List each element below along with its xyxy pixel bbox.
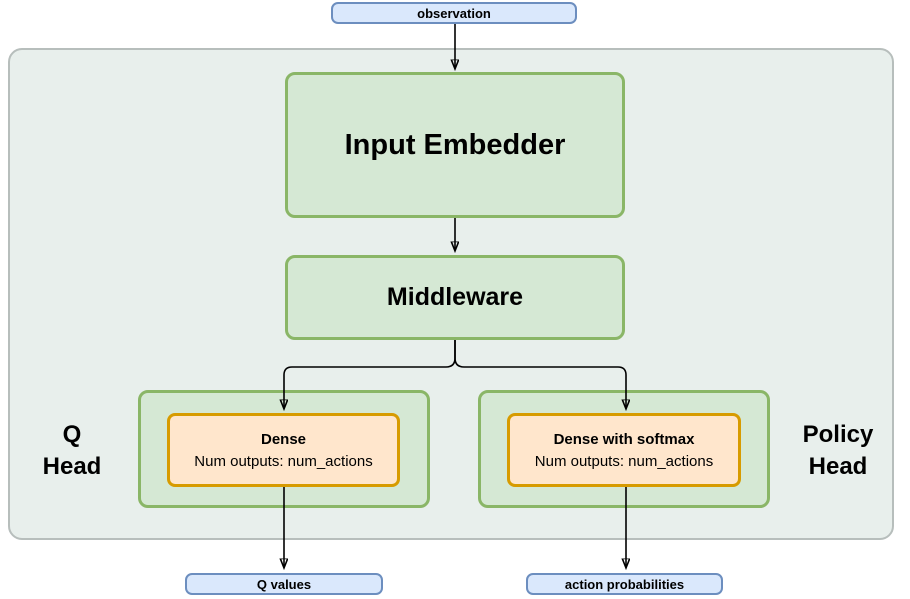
q-head-dense-title: Dense	[260, 430, 307, 448]
node-middleware-label: Middleware	[386, 283, 524, 311]
node-q-head-dense: Dense Num outputs: num_actions	[167, 413, 400, 487]
node-input-embedder-label: Input Embedder	[344, 128, 566, 161]
node-observation-label: observation	[417, 5, 491, 21]
q-head-dense-subtitle: Num outputs: num_actions	[194, 452, 373, 470]
policy-head-dense-subtitle: Num outputs: num_actions	[534, 452, 714, 470]
q-head-label: Q Head	[42, 421, 102, 480]
policy-head-dense-title: Dense with softmax	[553, 430, 695, 448]
node-observation: observation	[331, 2, 577, 24]
node-policy-head-dense: Dense with softmax Num outputs: num_acti…	[507, 413, 741, 487]
node-input-embedder: Input Embedder	[285, 72, 625, 218]
node-q-values: Q values	[185, 573, 383, 595]
node-q-values-label: Q values	[256, 576, 312, 592]
node-middleware: Middleware	[285, 255, 625, 340]
policy-head-label: Policy Head	[802, 421, 874, 480]
node-action-probabilities: action probabilities	[526, 573, 723, 595]
node-action-probabilities-label: action probabilities	[564, 576, 685, 592]
